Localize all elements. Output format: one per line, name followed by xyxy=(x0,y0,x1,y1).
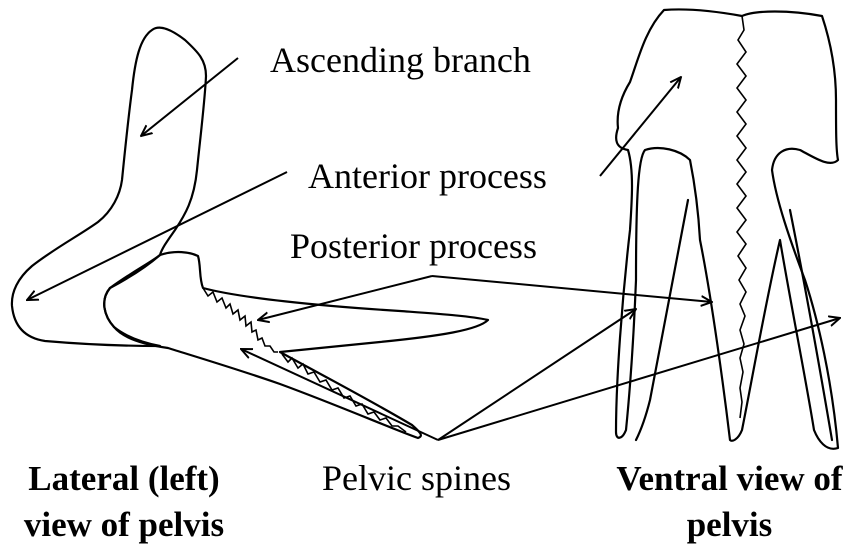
pelvic-spines-label: Pelvic spines xyxy=(322,460,511,496)
ventral-pelvis-outline xyxy=(616,9,838,448)
ventral-caption-line-2: pelvis xyxy=(592,502,867,548)
ascending-branch-outline xyxy=(12,28,206,346)
lateral-caption-line-1: Lateral (left) xyxy=(0,456,248,502)
ventral-caption-line-1: Ventral view of xyxy=(592,456,867,502)
lateral-caption-line-2: view of pelvis xyxy=(0,502,248,548)
ventral-suture-line xyxy=(737,16,746,418)
ventral-view-caption: Ventral view of pelvis xyxy=(592,456,867,548)
posterior-process-arrow-lateral xyxy=(258,276,432,320)
pelvic-spine-arrow-ventral-right xyxy=(438,318,840,440)
lower-plate-outline xyxy=(104,252,488,438)
ventral-left-spine-line xyxy=(636,200,688,440)
anterior-process-arrow xyxy=(27,172,287,300)
ascending-branch-arrow xyxy=(141,58,238,136)
anterior-process-label: Anterior process xyxy=(308,158,547,194)
lateral-view-caption: Lateral (left) view of pelvis xyxy=(0,456,248,548)
pelvic-spine-arrow-lateral xyxy=(241,349,438,440)
ascending-branch-label: Ascending branch xyxy=(270,42,531,78)
posterior-process-label: Posterior process xyxy=(290,228,537,264)
ventral-pelvis-drawing xyxy=(616,9,838,448)
